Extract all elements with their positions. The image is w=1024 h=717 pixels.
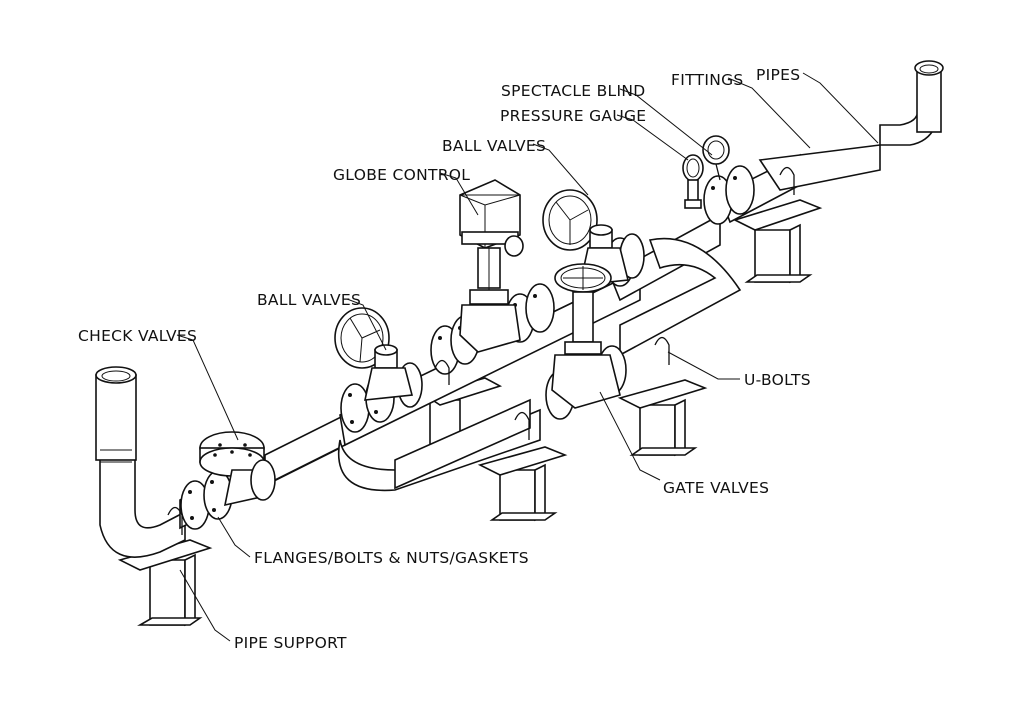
- label-pipes: PIPES: [756, 66, 800, 84]
- labels: PIPES FITTINGS SPECTACLE BLIND PRESSURE …: [78, 66, 811, 652]
- label-gate-valves: GATE VALVES: [663, 479, 769, 497]
- flange-spectacle: [703, 165, 755, 225]
- ball-valve-left: [334, 307, 414, 401]
- leader-lines: [176, 72, 879, 642]
- label-pressure-gauge: PRESSURE GAUGE: [500, 107, 646, 125]
- pipe-supports: [117, 199, 823, 627]
- pressure-gauge: [682, 154, 704, 209]
- label-ball-valves-top: BALL VALVES: [442, 137, 546, 155]
- globe-control-valve: [459, 179, 524, 353]
- pipe-support-right: [732, 199, 823, 284]
- label-globe-control: GLOBE CONTROL: [333, 166, 470, 184]
- pipe-support-left: [117, 539, 213, 627]
- label-u-bolts: U-BOLTS: [744, 371, 811, 389]
- u-bolts: [167, 166, 795, 535]
- label-pipe-support: PIPE SUPPORT: [234, 634, 347, 652]
- label-spectacle-blind: SPECTACLE BLIND: [501, 82, 645, 100]
- pipe-support-mid-2: [617, 379, 708, 457]
- valves: [334, 135, 730, 409]
- pipe-support-mid-1: [477, 446, 568, 522]
- spectacle-blind: [702, 135, 730, 181]
- label-ball-valves-left: BALL VALVES: [257, 291, 361, 309]
- label-fittings: FITTINGS: [671, 71, 744, 89]
- check-valve-body: [199, 431, 276, 507]
- flange-left: [180, 470, 233, 530]
- label-flanges: FLANGES/BOLTS & NUTS/GASKETS: [254, 549, 529, 567]
- gate-valve: [551, 263, 621, 409]
- label-check-valves: CHECK VALVES: [78, 327, 197, 345]
